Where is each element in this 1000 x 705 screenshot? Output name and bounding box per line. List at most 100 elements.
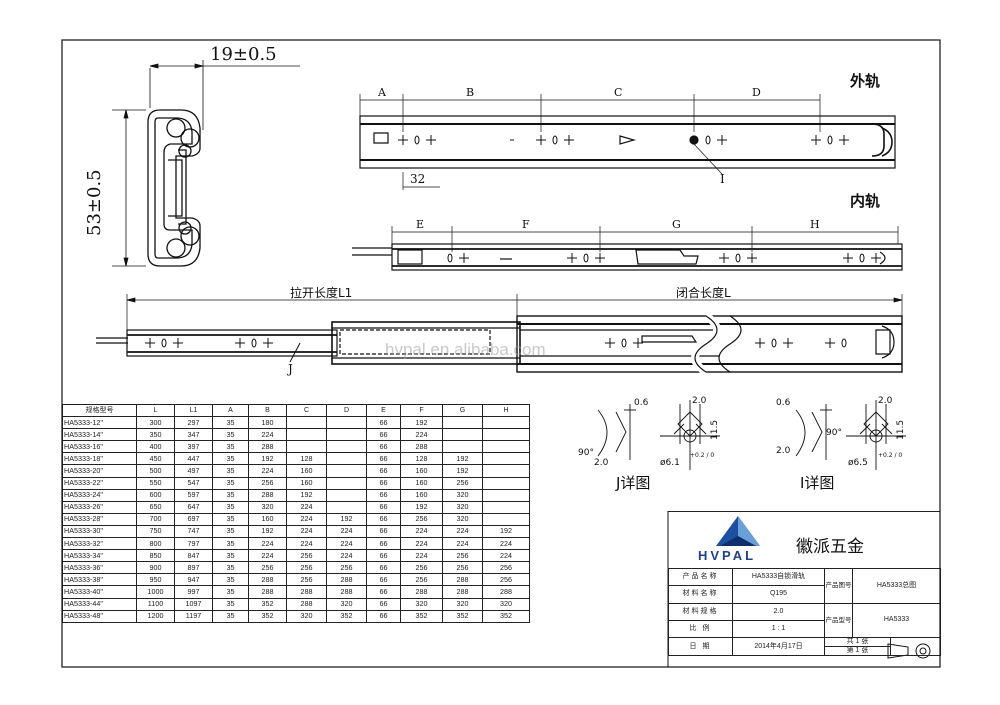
- spec-value-cell: 256: [400, 512, 443, 526]
- spec-value-cell: 950: [136, 573, 175, 587]
- spec-value-cell: 35: [212, 440, 249, 454]
- inner-rail-seg-h: H: [810, 218, 820, 231]
- spec-model-cell: HA5333-36": [62, 561, 137, 575]
- spec-value-cell: [326, 488, 367, 502]
- watermark: hvpal.en.alibaba.com: [385, 340, 546, 359]
- spec-model-cell: HA5333-16": [62, 440, 137, 454]
- spec-value-cell: 35: [212, 585, 249, 599]
- spec-value-cell: 224: [400, 524, 443, 539]
- detail-i-bottom-dim: 2.0: [776, 446, 791, 456]
- spec-value-cell: 224: [286, 512, 327, 526]
- spec-model-cell: HA5333-18": [62, 452, 137, 466]
- spec-value-cell: 256: [482, 573, 530, 587]
- outer-rail-seg-a: A: [378, 86, 386, 99]
- spec-value-cell: 288: [482, 585, 530, 599]
- spec-value-cell: 224: [248, 464, 287, 478]
- detail-i-angle: 90°: [826, 428, 842, 438]
- spec-value-cell: 497: [174, 464, 213, 478]
- spec-value-cell: 288: [286, 597, 327, 611]
- spec-value-cell: 35: [212, 428, 249, 442]
- spec-value-cell: 224: [482, 549, 530, 563]
- spec-value-cell: 256: [400, 561, 443, 575]
- spec-value-cell: 320: [286, 609, 327, 623]
- spec-value-cell: 35: [212, 609, 249, 623]
- spec-value-cell: 35: [212, 476, 249, 490]
- spec-value-cell: 288: [286, 585, 327, 599]
- brand-block: 徽派五金 HVPAL: [668, 511, 940, 569]
- spec-value-cell: [326, 476, 367, 490]
- spec-value-cell: 1197: [174, 609, 213, 623]
- spec-model-cell: HA5333-12": [62, 416, 137, 430]
- spec-value-cell: 66: [366, 549, 401, 563]
- spec-value-cell: 288: [326, 585, 367, 599]
- spec-value-cell: 288: [326, 573, 367, 587]
- detail-j-dim-1: 2.0: [692, 396, 707, 406]
- profile-dimensions: [112, 60, 300, 267]
- tb-material: Q195: [732, 585, 825, 604]
- spec-value-cell: [326, 500, 367, 514]
- spec-value-cell: 224: [326, 549, 367, 563]
- spec-value-cell: 160: [248, 512, 287, 526]
- spec-value-cell: 288: [248, 488, 287, 502]
- spec-model-cell: HA5333-24": [62, 488, 137, 502]
- spec-value-cell: 192: [400, 500, 443, 514]
- spec-value-cell: [482, 440, 530, 454]
- spec-value-cell: [482, 476, 530, 490]
- detail-j-tol: +0.2 / 0: [690, 452, 715, 459]
- spec-value-cell: 320: [326, 597, 367, 611]
- spec-value-cell: 160: [400, 476, 443, 490]
- extended-length-label: 拉开长度L1: [290, 286, 353, 300]
- spec-value-cell: 320: [442, 500, 483, 514]
- spec-value-cell: 650: [136, 500, 175, 514]
- outer-rail-dimensions: [359, 94, 821, 190]
- detail-i-dim-1: 2.0: [878, 396, 893, 406]
- spec-value-cell: 288: [442, 585, 483, 599]
- spec-value-cell: 66: [366, 428, 401, 442]
- spec-value-cell: 550: [136, 476, 175, 490]
- spec-value-cell: 1100: [136, 597, 175, 611]
- spec-value-cell: [482, 428, 530, 442]
- tb-material-label: 材料名称: [668, 585, 733, 604]
- spec-value-cell: 66: [366, 537, 401, 551]
- spec-value-cell: 352: [442, 609, 483, 623]
- spec-value-cell: 850: [136, 549, 175, 563]
- spec-value-cell: 35: [212, 561, 249, 575]
- spec-value-cell: 224: [248, 537, 287, 551]
- tb-scale: 1 : 1: [732, 619, 825, 639]
- tb-projection-cell: [889, 637, 942, 657]
- spec-value-cell: 1200: [136, 609, 175, 623]
- detail-i-hole: ø6.5: [848, 458, 868, 468]
- spec-value-cell: 180: [248, 416, 287, 430]
- spec-value-cell: 66: [366, 524, 401, 539]
- tb-scale-label: 比 例: [668, 619, 733, 639]
- spec-model-cell: HA5333-20": [62, 464, 137, 478]
- detail-i-side-dim: 11.5: [896, 419, 906, 440]
- spec-value-cell: 224: [286, 524, 327, 539]
- spec-value-cell: 352: [326, 609, 367, 623]
- spec-value-cell: [482, 452, 530, 466]
- tb-thickness-label: 材料规格: [668, 602, 733, 621]
- outer-rail-holes: [398, 135, 849, 145]
- spec-value-cell: 224: [248, 428, 287, 442]
- spec-value-cell: [286, 416, 327, 430]
- inner-rail-title: 内轨: [850, 192, 881, 210]
- spec-value-cell: [482, 416, 530, 430]
- spec-value-cell: 700: [136, 512, 175, 526]
- spec-value-cell: 192: [326, 512, 367, 526]
- spec-value-cell: 192: [248, 452, 287, 466]
- spec-value-cell: 352: [482, 609, 530, 623]
- spec-model-cell: HA5333-14": [62, 428, 137, 442]
- spec-value-cell: 224: [248, 549, 287, 563]
- inner-rail-holes: [447, 253, 881, 263]
- spec-model-cell: HA5333-26": [62, 500, 137, 514]
- spec-value-cell: 747: [174, 524, 213, 539]
- outer-rail-title: 外轨: [850, 72, 881, 90]
- tb-date-label: 日 期: [668, 637, 733, 657]
